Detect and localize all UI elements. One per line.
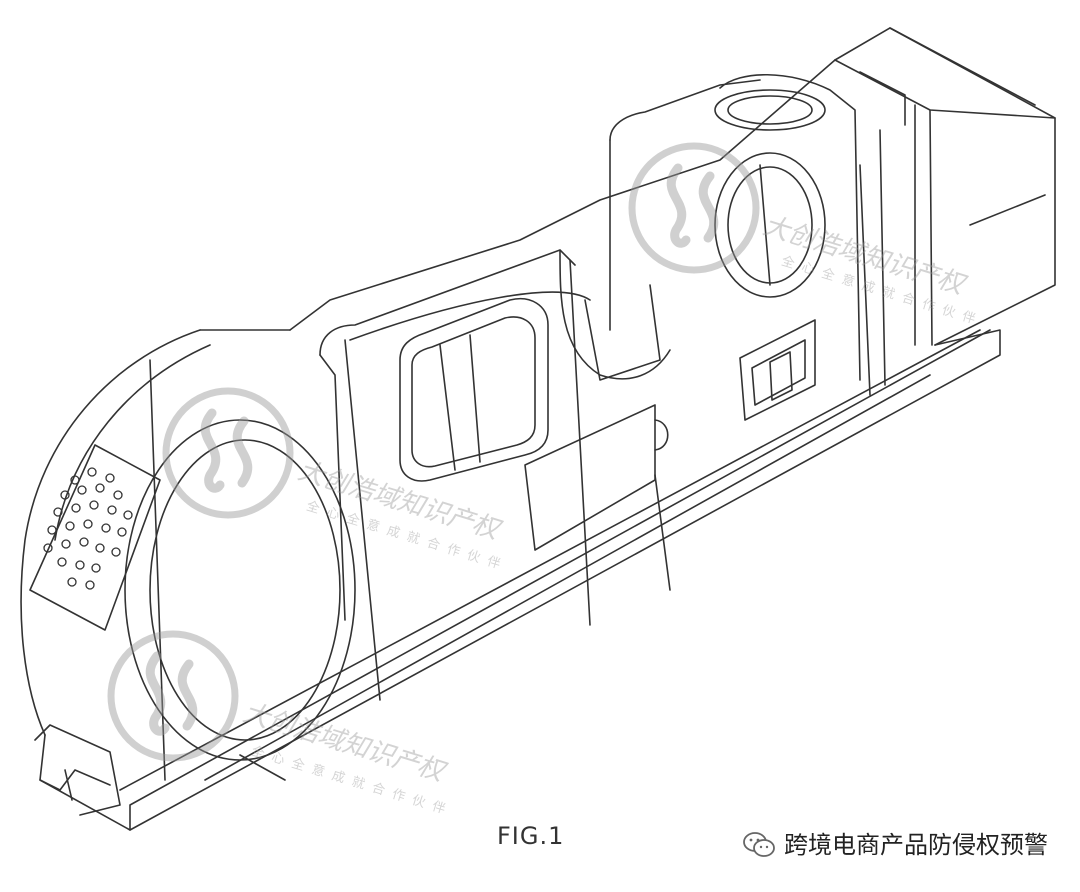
- right-window: [714, 89, 826, 298]
- wechat-icon: [743, 832, 775, 857]
- bottom-slot: [584, 284, 661, 381]
- center-frame: [319, 73, 861, 621]
- level-body: [20, 59, 1001, 831]
- power-switch: [739, 319, 816, 421]
- figure-label: FIG.1: [497, 822, 565, 850]
- footer-channel-text: 跨境电商产品防侵权预警: [784, 831, 1048, 859]
- grille-holes: [43, 467, 133, 590]
- watermark-seal-icon: [162, 387, 294, 519]
- left-window: [399, 298, 549, 482]
- tape-reel-face: [124, 419, 356, 761]
- watermark-seal-icon: [628, 142, 760, 274]
- speaker-grille: [29, 444, 161, 631]
- right-end-cap: [834, 27, 1056, 346]
- footer-channel: 跨境电商产品防侵权预警: [742, 830, 1048, 860]
- watermark-seal-icon: [107, 630, 239, 762]
- tape-hook: [34, 724, 121, 816]
- label-plate: [524, 404, 669, 551]
